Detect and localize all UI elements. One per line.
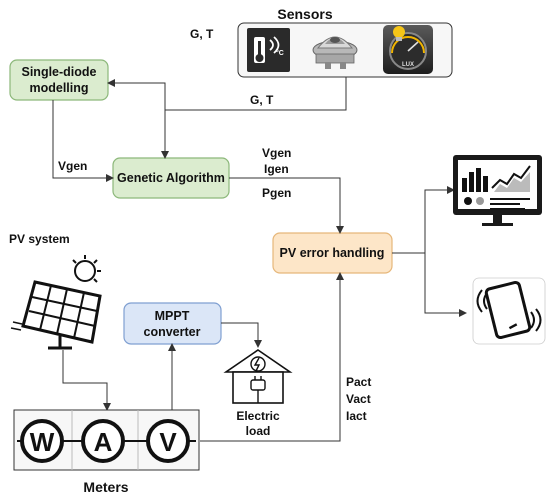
meters-panel: W A V (13, 409, 200, 471)
label-vgen-left: Vgen (58, 159, 87, 173)
label-gt-mid: G, T (250, 93, 274, 107)
label-gt-top: G, T (190, 27, 214, 41)
label-pgen-out: Pgen (262, 186, 291, 200)
label-igen-out: Igen (264, 162, 289, 176)
pyranometer-icon (312, 36, 358, 69)
label-vgen-out: Vgen (262, 146, 291, 160)
svg-text:Single-diode: Single-diode (22, 65, 97, 79)
svg-text:V: V (159, 427, 177, 457)
amp-meter: A (81, 419, 125, 463)
smartphone-icon (472, 277, 546, 345)
svg-text:MPPT: MPPT (155, 309, 190, 323)
svg-text:PV error handling: PV error handling (280, 246, 385, 260)
sensors-title: Sensors (277, 6, 332, 22)
pv-panel-icon (10, 255, 102, 350)
label-iact: Iact (346, 409, 367, 423)
single-diode-block: Single-diode modelling (9, 59, 109, 101)
pv-error-handling-block: PV error handling (272, 232, 393, 274)
thermometer-icon: °C (247, 28, 290, 72)
mppt-converter-block: MPPT converter (123, 302, 222, 345)
svg-text:modelling: modelling (29, 81, 88, 95)
svg-text:A: A (94, 427, 113, 457)
dashboard-monitor-icon (453, 155, 542, 226)
electric-load-icon (223, 349, 293, 404)
label-pv-system: PV system (9, 232, 70, 246)
connectors (52, 77, 467, 442)
label-pact: Pact (346, 375, 371, 389)
label-electric-load-2: load (246, 424, 271, 438)
label-vact: Vact (346, 392, 371, 406)
lux-text: LUX (402, 62, 414, 68)
label-electric-load-1: Electric (236, 409, 280, 423)
watt-meter: W (20, 419, 64, 463)
svg-text:°C: °C (276, 49, 284, 57)
genetic-algorithm-block: Genetic Algorithm (112, 157, 230, 199)
svg-text:Genetic Algorithm: Genetic Algorithm (117, 171, 225, 185)
volt-meter: V (146, 419, 190, 463)
lux-meter-icon: LUX (383, 25, 433, 74)
svg-text:W: W (30, 427, 55, 457)
svg-text:converter: converter (144, 325, 201, 339)
label-meters: Meters (83, 479, 128, 495)
